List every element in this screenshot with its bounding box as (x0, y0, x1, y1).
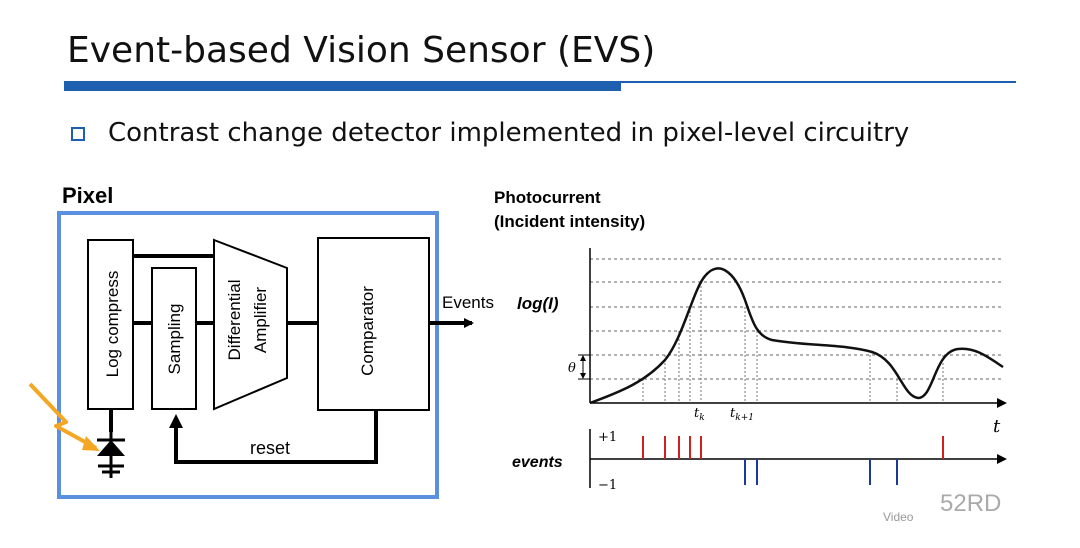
light-bolt-icon (28, 382, 100, 451)
tk1-label: tk+1 (730, 406, 754, 423)
positive-events (642, 436, 944, 459)
plus-one-label: +1 (598, 430, 617, 445)
sampling-label: Sampling (165, 304, 184, 375)
plot-ylabel: log(I) (517, 294, 559, 313)
watermark-logo: 52RD (940, 490, 1002, 517)
crossing-lines (642, 282, 944, 402)
video-label: Video (883, 510, 914, 524)
plot-title-line2: (Incident intensity) (494, 212, 645, 231)
bullet-text: Contrast change detector implemented in … (108, 118, 910, 148)
comparator-block (317, 237, 430, 411)
minus-one-label: −1 (598, 478, 617, 493)
sampling-block (151, 267, 197, 410)
level-gridlines (590, 258, 1002, 380)
title-underline (64, 81, 1016, 83)
circuit-wires (109, 254, 378, 464)
time-axis-label: t (993, 416, 1001, 437)
title-underline-accent (64, 83, 621, 91)
theta-marker (578, 354, 590, 380)
pixel-frame (57, 211, 439, 499)
comparator-label: Comparator (358, 286, 377, 376)
differential-amplifier-block (213, 238, 288, 411)
pixel-title: Pixel (62, 183, 113, 208)
plot-title-line1: Photocurrent (494, 188, 601, 207)
log-compress-label: Log compress (103, 271, 122, 378)
reset-label: reset (250, 438, 290, 458)
log-intensity-curve (589, 267, 1004, 405)
tk-label: tk (694, 406, 705, 423)
negative-events (744, 459, 898, 485)
photodiode-icon (97, 432, 125, 478)
bullet-square-icon (71, 127, 85, 141)
events-label: events (512, 454, 563, 471)
theta-label: θ (568, 361, 576, 376)
diff-amp-label-line2: Amplifier (251, 287, 270, 353)
diff-amp-label-line1: Differential (225, 280, 244, 361)
events-output-label: Events (442, 293, 494, 312)
page-title: Event-based Vision Sensor (EVS) (67, 30, 656, 71)
reset-arrow-icon (169, 414, 183, 428)
